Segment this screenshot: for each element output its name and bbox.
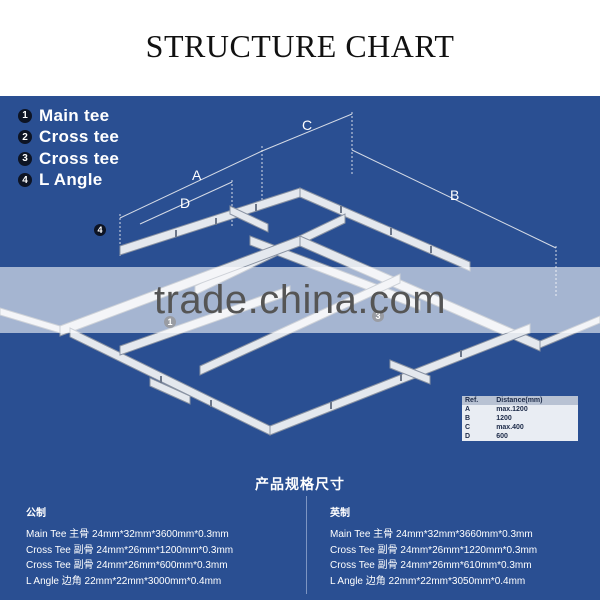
slot — [430, 246, 432, 253]
legend-number-badge: 2 — [18, 130, 32, 145]
dimension-line-c — [261, 113, 353, 152]
legend-item: 3 Cross tee — [18, 148, 119, 170]
legend-number-badge: 4 — [18, 173, 32, 188]
legend-item: 2 Cross tee — [18, 127, 119, 149]
table-header-row: Ref. Distance(mm) — [462, 396, 578, 405]
metric-heading: 公制 — [26, 508, 46, 519]
spec-line: Cross Tee 副骨 24mm*26mm*1220mm*0.3mm — [330, 544, 538, 556]
dimension-lines — [119, 112, 557, 296]
rail-slots — [160, 204, 462, 409]
table-cell-value: 1200 — [496, 415, 512, 422]
rail-short-2 — [149, 377, 191, 405]
table-cell-value: max.1200 — [496, 406, 528, 413]
slot — [175, 230, 177, 237]
spec-line: Main Tee 主骨 24mm*32mm*3600mm*0.3mm — [26, 529, 229, 540]
label-c: C — [302, 117, 312, 133]
marker-4-circle — [94, 224, 106, 236]
table-cell-ref: C — [465, 424, 471, 431]
slot — [400, 374, 402, 381]
label-b: B — [450, 187, 459, 203]
legend-number-badge: 1 — [18, 108, 32, 123]
table-header-ref: Ref. — [462, 396, 494, 405]
legend: 1 Main tee 2 Cross tee 3 Cross tee 4 L A… — [18, 105, 119, 191]
table-row: A max.1200 — [462, 405, 578, 414]
column-divider — [306, 496, 307, 594]
spec-line: L Angle 边角 22mm*22mm*3050mm*0.4mm — [330, 575, 526, 587]
table-cell-ref: A — [465, 406, 471, 413]
spec-line: Cross Tee 副骨 24mm*26mm*600mm*0.3mm — [26, 560, 228, 571]
label-a: A — [192, 167, 202, 183]
table-cell-value: 600 — [496, 433, 508, 440]
dimension-line-b — [351, 149, 557, 249]
table-header-distance: Distance(mm) — [493, 396, 578, 405]
slot — [160, 376, 162, 383]
slot — [460, 350, 462, 357]
slot — [340, 206, 342, 213]
legend-item: 4 L Angle — [18, 170, 119, 192]
table-cell-ref: D — [465, 433, 471, 440]
table-row: D 600 — [462, 432, 578, 441]
legend-label: L Angle — [39, 170, 103, 190]
legend-number-badge: 3 — [18, 151, 32, 166]
spec-line: Main Tee 主骨 24mm*32mm*3660mm*0.3mm — [330, 529, 533, 540]
distance-table: Ref. Distance(mm) A max.1200 B 1200 C ma… — [462, 396, 578, 441]
table-row: C max.400 — [462, 423, 578, 432]
slot — [330, 402, 332, 409]
imperial-specs: 英制 Main Tee 主骨 24mm*32mm*3660mm*0.3mm Cr… — [330, 504, 584, 594]
legend-label: Main tee — [39, 105, 110, 125]
marker-4-text: 4 — [97, 225, 102, 235]
table-row: B 1200 — [462, 414, 578, 423]
dimension-line-d — [139, 181, 233, 225]
legend-label: Cross tee — [39, 127, 120, 147]
spec-line: Cross Tee 副骨 24mm*26mm*610mm*0.3mm — [330, 560, 532, 571]
imperial-heading: 英制 — [330, 508, 350, 519]
section-title: 产品规格尺寸 — [255, 476, 345, 492]
chart-panel: A D C B 4 1 3 1 Main tee 2 Cross tee 3 C… — [0, 96, 600, 600]
label-d: D — [180, 195, 190, 211]
spec-line: L Angle 边角 22mm*22mm*3000mm*0.4mm — [26, 575, 222, 587]
dimension-line-a — [119, 150, 263, 219]
page-title: STRUCTURE CHART — [145, 28, 455, 64]
rail-lower-left — [69, 327, 271, 436]
slot — [215, 218, 217, 225]
slot — [255, 204, 257, 211]
rail-short-1 — [229, 205, 269, 233]
legend-label: Cross tee — [39, 148, 120, 168]
watermark-band: trade.china.com — [0, 267, 600, 333]
slot — [210, 400, 212, 407]
table-cell-value: max.400 — [496, 424, 524, 431]
slot — [390, 228, 392, 235]
legend-item: 1 Main tee — [18, 105, 119, 127]
rail-short-3 — [389, 359, 431, 385]
table-cell-ref: B — [465, 415, 471, 422]
spec-line: Cross Tee 副骨 24mm*26mm*1200mm*0.3mm — [26, 544, 234, 556]
metric-specs: 公制 Main Tee 主骨 24mm*32mm*3600mm*0.3mm Cr… — [26, 504, 294, 594]
